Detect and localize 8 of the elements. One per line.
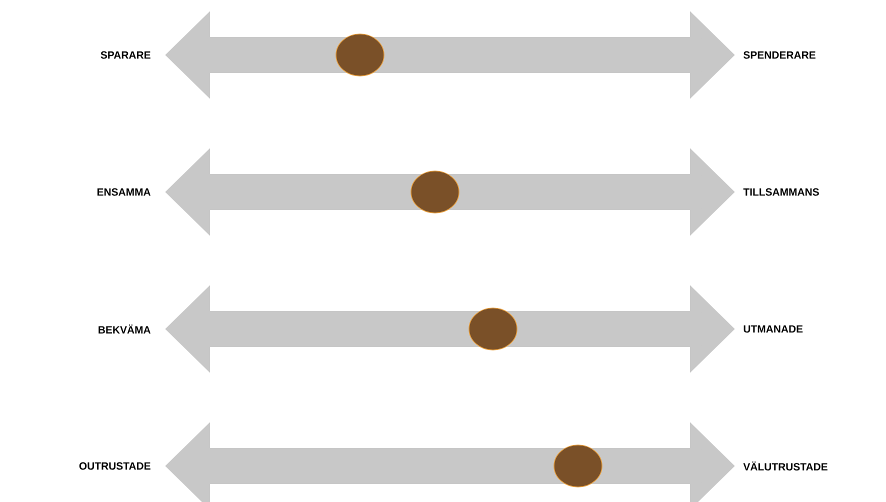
scale-label: BEKVÄMA: [98, 324, 151, 334]
scale-label: UTMANADE: [744, 325, 803, 333]
scale-label: SPENDERARE: [744, 51, 816, 59]
scale-label: TILLSAMMANS: [743, 188, 819, 196]
scale-label: SPARARE: [100, 51, 150, 59]
scale-label: VÄLUTRUSTADE: [743, 461, 828, 471]
scale-label: OUTRUSTADE: [79, 462, 150, 470]
scale-label: ENSAMMA: [97, 188, 151, 196]
